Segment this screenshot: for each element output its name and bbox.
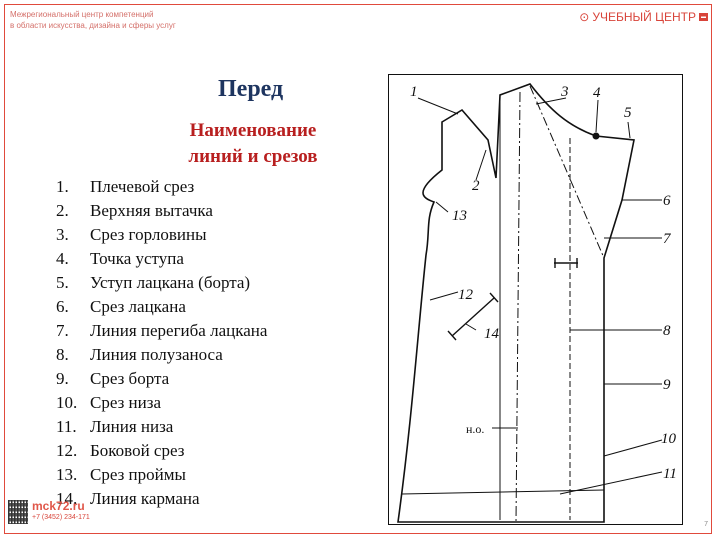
- hem-line: [401, 489, 605, 495]
- list-item-label: Срез горловины: [90, 225, 207, 244]
- callout-5: 5: [624, 105, 632, 121]
- subtitle-line-2: линий и срезов: [188, 146, 318, 167]
- lapel-fold-line: [529, 85, 605, 259]
- callout-8: 8: [663, 323, 671, 339]
- pattern-outline: [397, 83, 635, 523]
- list-item: 5. Уступ лацкана (борта): [56, 271, 267, 295]
- callout-2: 2: [472, 178, 480, 194]
- leader-10: [603, 439, 663, 457]
- target-icon: ⊙: [579, 10, 590, 24]
- list-item: 11. Линия низа: [56, 415, 267, 439]
- list-item-number: 6.: [56, 297, 69, 316]
- callout-11: 11: [663, 466, 677, 482]
- list-item-label: Срез лацкана: [90, 297, 186, 316]
- site-phone: +7 (3452) 234-171: [32, 514, 90, 521]
- list-item: 6. Срез лацкана: [56, 295, 267, 319]
- list-item-number: 8.: [56, 345, 69, 364]
- list-item: 7. Линия перегиба лацкана: [56, 319, 267, 343]
- list-item-label: Боковой срез: [90, 441, 185, 460]
- callout-9: 9: [663, 377, 671, 393]
- subtitle: Наименование линий и срезов: [158, 118, 348, 170]
- list-item-number: 12.: [56, 441, 78, 460]
- list-item-label: Точка уступа: [90, 249, 184, 268]
- leader-4: [595, 99, 599, 133]
- grain-line: [515, 91, 521, 523]
- list-item: 2. Верхняя вытачка: [56, 199, 267, 223]
- pocket-end-tick: [447, 330, 457, 341]
- list-item-number: 3.: [56, 225, 69, 244]
- list-item-number: 14.: [56, 489, 78, 508]
- grain-label: н.о.: [466, 422, 484, 436]
- list-item-label: Плечевой срез: [90, 177, 195, 196]
- leader-2: [475, 149, 487, 181]
- callout-14: 14: [484, 326, 500, 342]
- lines-list: 1. Плечевой срез 2. Верхняя вытачка 3. Срез…: [56, 175, 267, 511]
- qr-code-icon: [8, 500, 28, 524]
- list-item-number: 5.: [56, 273, 69, 292]
- callout-1: 1: [410, 84, 418, 100]
- org-caption: Межрегиональный центр компетенций в обла…: [10, 9, 176, 31]
- list-item-number: 4.: [56, 249, 69, 268]
- list-item: 12. Боковой срез: [56, 439, 267, 463]
- list-item-number: 10.: [56, 393, 78, 412]
- pocket-line: [451, 297, 495, 337]
- callout-7: 7: [663, 231, 672, 247]
- list-item-number: 11.: [56, 417, 77, 436]
- list-item-number: 7.: [56, 321, 69, 340]
- callout-6: 6: [663, 193, 671, 209]
- list-item-label: Линия полузаноса: [90, 345, 223, 364]
- list-item: 13. Срез проймы: [56, 463, 267, 487]
- subtitle-line-1: Наименование: [189, 120, 317, 141]
- site-block: mck72.ru +7 (3452) 234-171: [8, 500, 90, 524]
- list-item-label: Срез низа: [90, 393, 162, 412]
- list-item-label: Срез борта: [90, 369, 170, 388]
- leader-12: [429, 291, 459, 301]
- pocket-end-tick: [489, 292, 499, 303]
- brand-tag-icon: ▬: [699, 13, 708, 21]
- list-item-number: 2.: [56, 201, 69, 220]
- leader-14: [465, 323, 477, 331]
- org-line-2: в области искусства, дизайна и сферы усл…: [10, 21, 176, 30]
- list-item: 3. Срез горловины: [56, 223, 267, 247]
- leader-13: [435, 201, 449, 213]
- list-item-label: Срез проймы: [90, 465, 186, 484]
- list-item: 1. Плечевой срез: [56, 175, 267, 199]
- diagram-frame: [388, 74, 683, 525]
- list-item: 14. Линия кармана: [56, 487, 267, 511]
- callout-10: 10: [661, 431, 677, 447]
- list-item-number: 1.: [56, 177, 69, 196]
- list-item-label: Линия перегиба лацкана: [90, 321, 268, 340]
- slide-frame: [4, 4, 712, 534]
- leader-11: [559, 471, 663, 495]
- list-item: 10. Срез низа: [56, 391, 267, 415]
- callout-4: 4: [593, 85, 601, 101]
- list-item: 4. Точка уступа: [56, 247, 267, 271]
- leader-1: [417, 97, 459, 115]
- list-item-label: Уступ лацкана (борта): [90, 273, 251, 292]
- leader-3: [535, 97, 567, 105]
- page-title: Перед: [218, 76, 284, 102]
- list-item-label: Линия низа: [90, 417, 174, 436]
- org-line-1: Межрегиональный центр компетенций: [10, 10, 154, 19]
- list-item-label: Линия кармана: [90, 489, 200, 508]
- brand-logo: ⊙ УЧЕБНЫЙ ЦЕНТР ▬: [579, 10, 708, 24]
- page-number: 7: [704, 521, 708, 528]
- list-item: 9. Срез борта: [56, 367, 267, 391]
- list-item-number: 9.: [56, 369, 69, 388]
- site-url[interactable]: mck72.ru: [32, 499, 85, 513]
- callout-12: 12: [458, 287, 474, 303]
- list-item: 8. Линия полузаноса: [56, 343, 267, 367]
- notch-point-icon: [592, 132, 600, 140]
- leader-5: [627, 121, 631, 139]
- list-item-label: Верхняя вытачка: [90, 201, 213, 220]
- callout-13: 13: [452, 208, 467, 224]
- brand-text: УЧЕБНЫЙ ЦЕНТР: [592, 10, 696, 24]
- callout-3: 3: [560, 84, 569, 100]
- list-item-number: 13.: [56, 465, 78, 484]
